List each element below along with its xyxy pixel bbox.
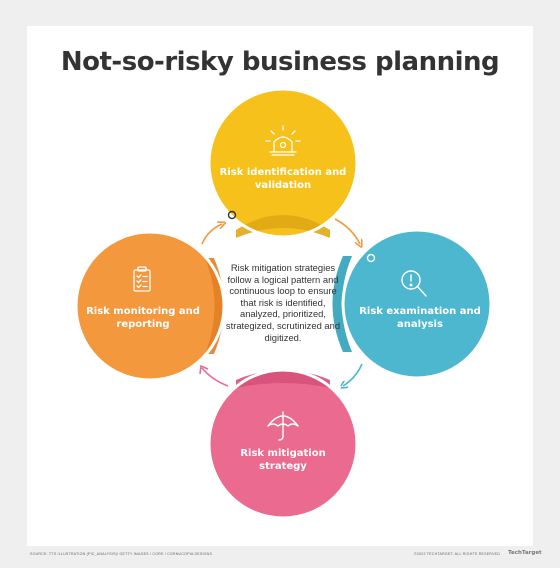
stage-circle-monitoring (76, 232, 224, 380)
arrowhead-mitigation (199, 364, 209, 375)
stage-circle-examination (343, 230, 491, 378)
node-dot-identification (227, 210, 237, 220)
stage-label-identification: Risk identification and validation (219, 167, 347, 191)
inner-arc-examination (332, 256, 352, 352)
ring-monitoring (74, 230, 226, 382)
stage-circle-mitigation (209, 370, 357, 518)
ring-examination (341, 228, 493, 380)
page-title: Not-so-risky business planning (60, 47, 500, 77)
ring-identification (207, 87, 359, 239)
magnifier-alert-icon (401, 270, 427, 297)
clipboard-checklist-icon (133, 266, 151, 292)
techtarget-logo: TechTarget (508, 550, 542, 556)
arrow-mitigation-to-monitoring (201, 367, 229, 387)
node-dot-monitoring (214, 349, 224, 359)
arrow-monitoring-to-identification (201, 224, 222, 245)
source-credit: SOURCE: TTS ILLUSTRATION (PIC_ANALYSIS)/… (30, 552, 213, 556)
inner-arc-identification (236, 215, 330, 238)
node-dot-mitigation (335, 384, 341, 390)
stage-label-monitoring: Risk monitoring and reporting (86, 306, 200, 330)
arrow-identification-to-examination (334, 218, 360, 244)
stage-label-examination: Risk examination and analysis (359, 306, 481, 330)
copyright-notice: ©2022 TECHTARGET. ALL RIGHTS RESERVED (414, 552, 501, 556)
center-description: Risk mitigation strategies follow a logi… (225, 262, 341, 343)
stage-circle-identification (209, 89, 357, 237)
stage-label-mitigation: Risk mitigation strategy (240, 448, 326, 472)
node-dot-examination (366, 253, 376, 263)
umbrella-icon (267, 411, 299, 441)
arrow-examination-to-mitigation (343, 363, 363, 386)
ring-mitigation (207, 368, 359, 520)
alarm-light-icon (265, 125, 301, 156)
